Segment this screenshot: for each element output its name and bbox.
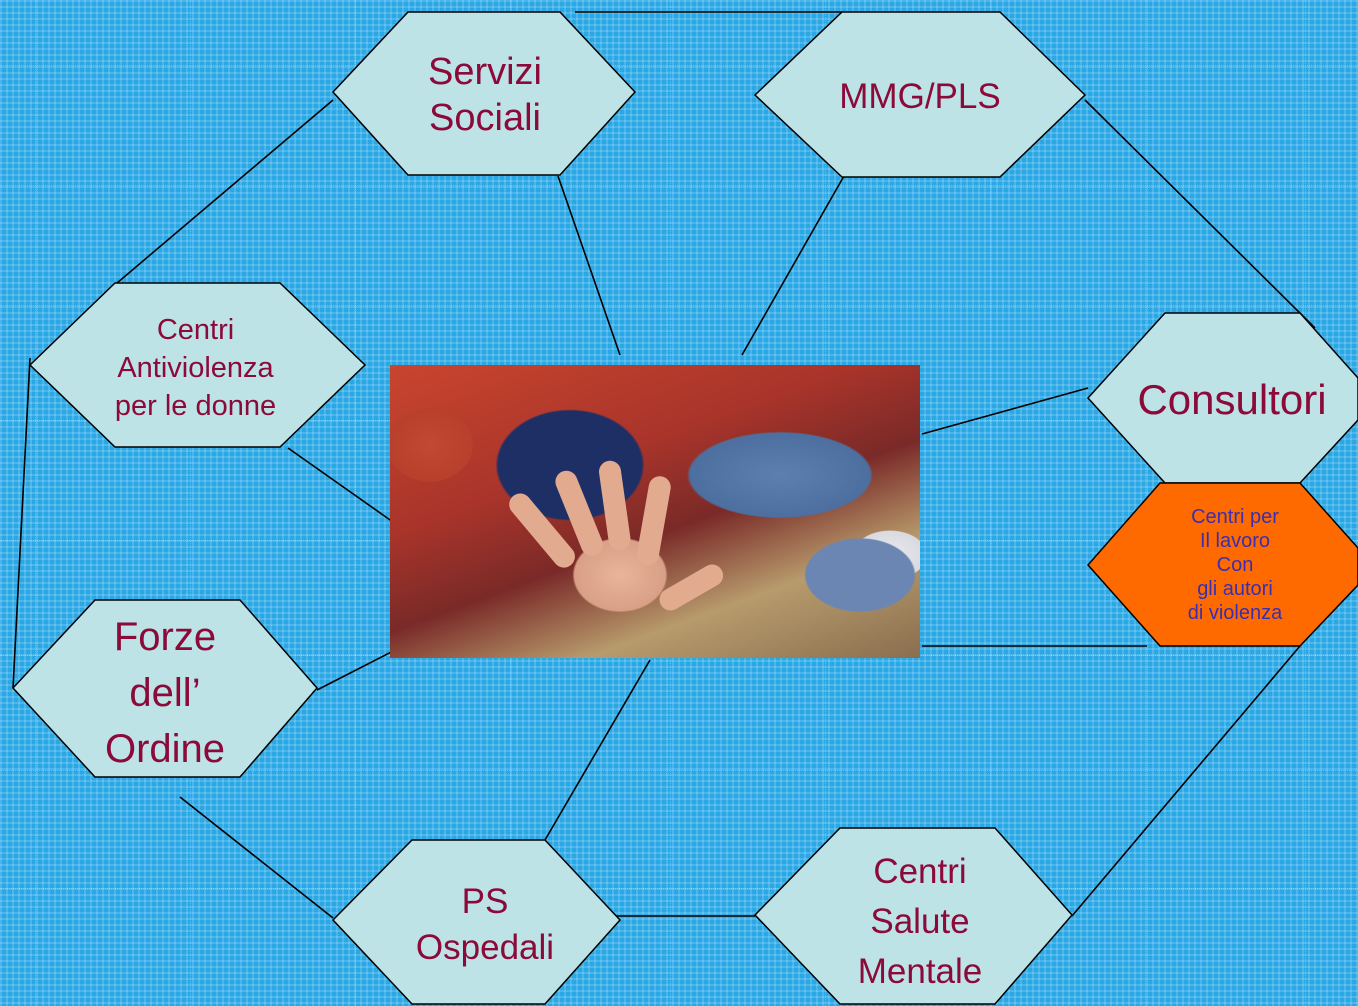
grid-line: [190, 0, 191, 1006]
link-forze-ps: [179, 796, 334, 919]
servizi-sociali-label: Servizi Sociali: [427, 51, 543, 139]
link-mmg-consultori: [1084, 99, 1316, 329]
grid-line: [35, 0, 36, 1006]
grid-line: [0, 65, 1358, 66]
link-antiviolenza-photo: [287, 447, 394, 523]
grid-line: [355, 0, 356, 1006]
centri-lavoro-autori-label: Centri per Il lavoro Con gli autori di v…: [1187, 506, 1283, 624]
grid-line: [0, 305, 1358, 306]
link-salute-lavoro: [1071, 645, 1301, 917]
link-servizi-photo: [557, 175, 621, 356]
link-antiviolenza-forze: [12, 357, 31, 689]
mmg-pls-label: MMG/PLS: [839, 77, 1001, 116]
consultori-label: Consultori: [1137, 376, 1327, 423]
link-consultori-photo: [921, 387, 1089, 435]
forze-ordine-label: Forze dell’ Ordine: [104, 615, 226, 771]
center-photo: [390, 365, 920, 658]
grid-line: [0, 185, 1358, 186]
link-servizi-antiviolenza: [116, 99, 334, 284]
centri-salute-mentale-label: Centri Salute Mentale: [857, 852, 983, 991]
link-mmg-photo: [741, 175, 845, 356]
grid-line: [0, 770, 1358, 771]
grid-line: [0, 888, 1358, 889]
ps-ospedali-label: PS Ospedali: [415, 882, 555, 967]
centri-antiviolenza-label: Centri Antiviolenza per le donne: [114, 313, 277, 422]
hand-graphic: [500, 459, 728, 635]
link-ps-photo: [544, 659, 651, 841]
grid-line: [990, 0, 991, 1006]
